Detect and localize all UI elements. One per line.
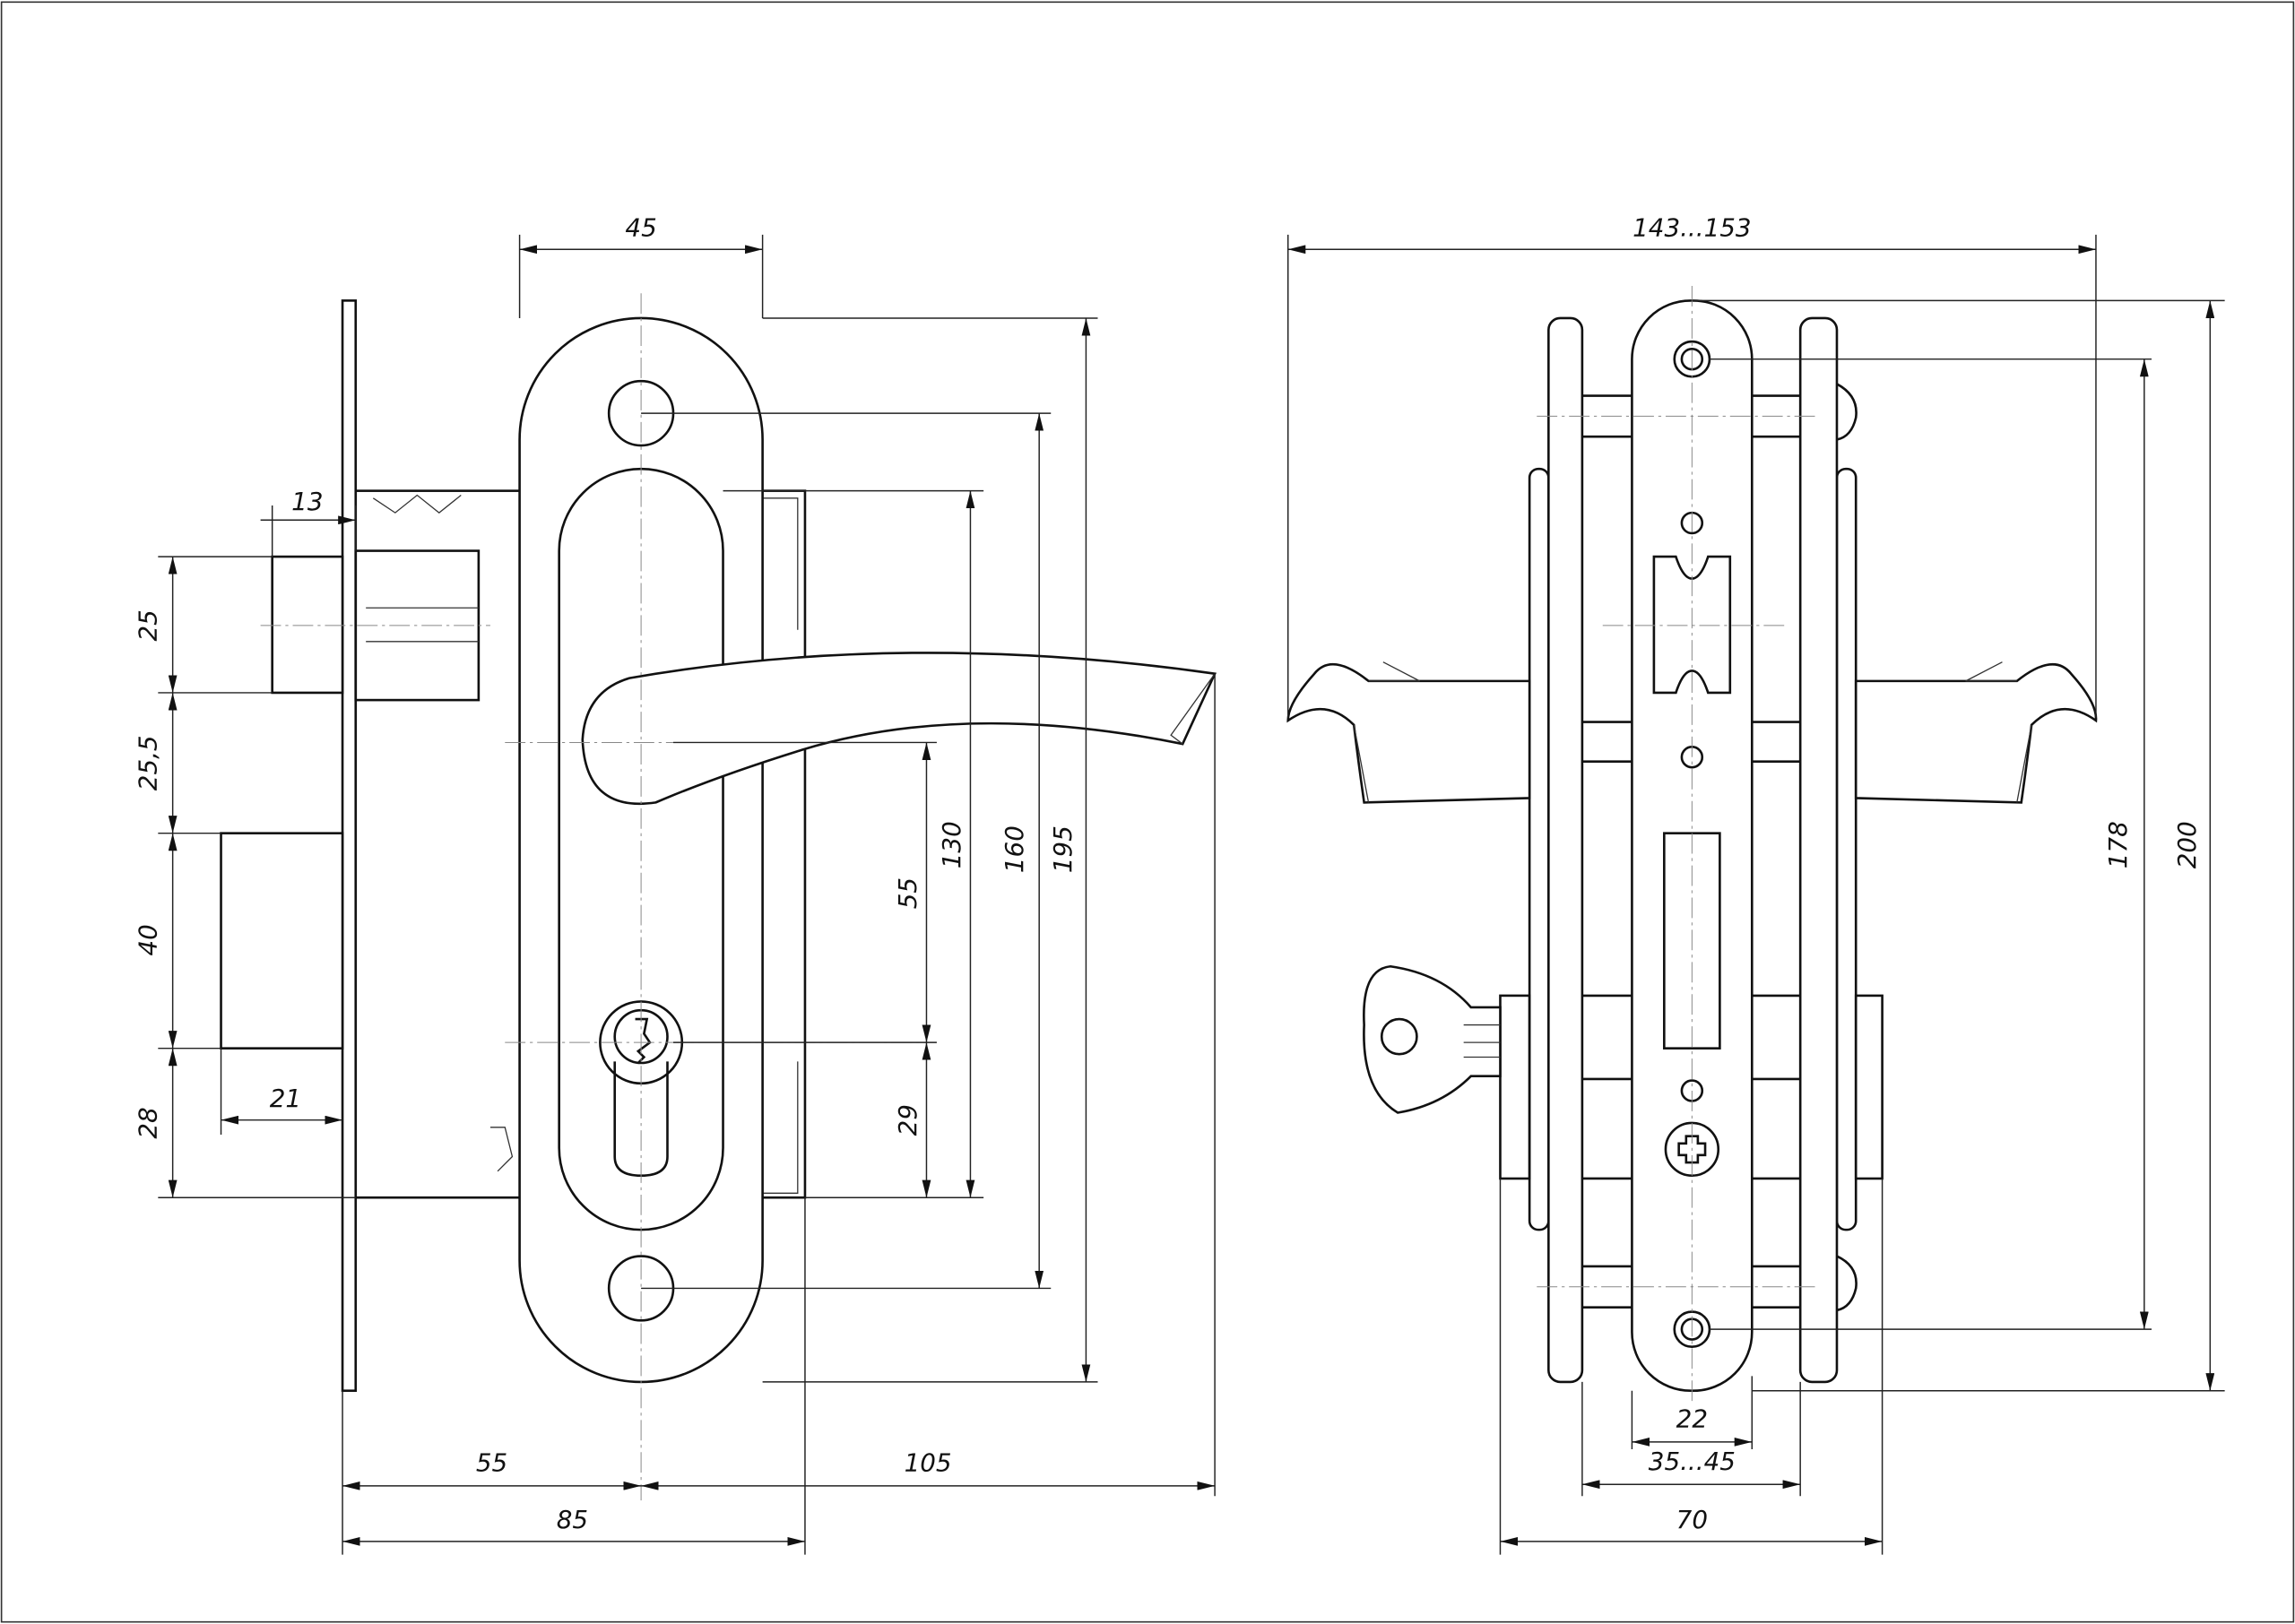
extension-lines	[158, 234, 1216, 1555]
dim-label-143-153: 143...153	[1632, 213, 1751, 243]
faceplate	[341, 299, 358, 1393]
lever-right	[1854, 662, 2098, 804]
dead-bolt	[220, 832, 344, 1050]
lock-body-detail	[372, 494, 799, 1194]
escutcheon-right-side	[1798, 316, 1839, 1384]
dim-label-28: 28	[134, 1107, 163, 1138]
lever-handle	[581, 652, 1217, 805]
dim-label-25-5: 25,5	[134, 735, 163, 790]
dim-label-178: 178	[2103, 821, 2133, 868]
dim-label-160: 160	[1000, 825, 1029, 873]
dim-label-55-horizontal: 55	[476, 1448, 507, 1478]
phillips-cross-icon	[1677, 1135, 1707, 1164]
left-view: 45 13 25 25,5 40 28 21 55 29 130 160 195…	[134, 213, 1217, 1555]
screw-heads	[1836, 383, 1858, 1312]
extension-lines-right	[1287, 234, 2225, 1555]
lever-left-detail	[1353, 661, 1420, 803]
dim-label-130: 130	[937, 821, 966, 868]
dim-label-200: 200	[2172, 821, 2202, 868]
dim-label-35-45: 35...45	[1649, 1447, 1736, 1476]
lever-left	[1286, 662, 1531, 804]
lever-right-detail	[1965, 661, 2032, 803]
dim-label-21: 21	[270, 1084, 301, 1113]
dim-label-29: 29	[893, 1104, 922, 1136]
dim-label-40: 40	[134, 924, 163, 955]
dim-label-195: 195	[1048, 825, 1078, 873]
cylinder-right	[1854, 994, 1884, 1180]
dim-label-13: 13	[291, 487, 323, 516]
dim-label-22: 22	[1676, 1404, 1708, 1434]
rose-plate-left	[1528, 467, 1550, 1231]
rose-plate-right	[1835, 467, 1858, 1231]
key-icon	[1363, 964, 1502, 1114]
dim-label-105: 105	[905, 1448, 952, 1478]
latch-tail-lines	[366, 607, 479, 643]
dim-label-85: 85	[557, 1505, 588, 1534]
key-blade-lines	[1463, 1024, 1501, 1058]
centerlines-right-horizontal	[1537, 415, 1815, 1288]
right-view: 143...153 178 200 22 35...45 70	[1286, 213, 2225, 1555]
key-bow-hole	[1380, 1017, 1418, 1056]
escutcheon-left-side	[1547, 316, 1584, 1384]
dim-label-55-vertical: 55	[893, 877, 922, 909]
dim-label-45: 45	[625, 213, 656, 243]
body-horizontal-lines	[1581, 394, 1801, 1309]
dim-label-70: 70	[1676, 1505, 1708, 1534]
latch-bolt	[271, 555, 344, 695]
dim-label-25: 25	[134, 609, 163, 641]
cylinder-left	[1499, 994, 1531, 1180]
lever-end-bevel	[1170, 673, 1216, 745]
